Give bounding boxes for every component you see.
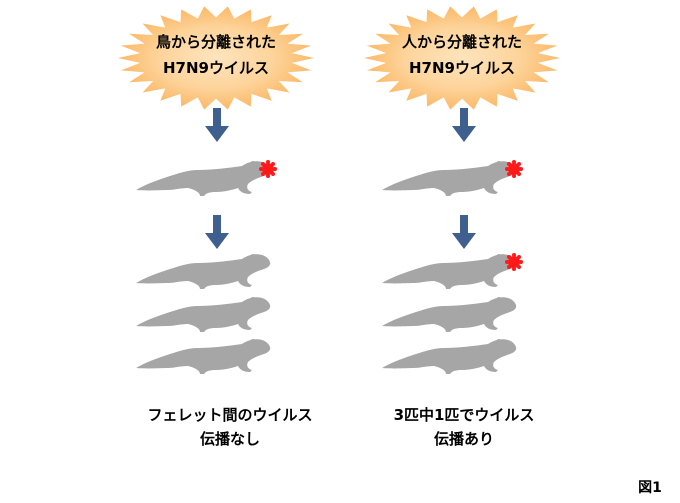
caption-left-line2: 伝播なし (200, 430, 260, 448)
figure-label: 図1 (638, 480, 662, 496)
burst-right-line1: 人から分離された (402, 33, 522, 51)
down-arrow-icon (452, 215, 476, 249)
burst-left-line1: 鳥から分離された (156, 33, 276, 51)
ferret-contact-right-3 (382, 339, 517, 374)
ferret-contact-left-1 (136, 254, 271, 289)
burst-shape-left (118, 6, 314, 110)
caption-left-line1: フェレット間のウイルス (147, 406, 312, 424)
burst-right-line2: H7N9ウイルス (409, 59, 515, 77)
ferret-contact-left-3 (136, 339, 271, 374)
burst-left-line2: H7N9ウイルス (163, 59, 269, 77)
caption-right-line2: 伝播あり (434, 430, 494, 448)
virus-icon (505, 160, 523, 178)
virus-icon (505, 253, 523, 271)
down-arrow-icon (205, 108, 229, 142)
caption-right-line1: 3匹中1匹でウイルス (394, 406, 535, 424)
burst-shape-right (364, 6, 560, 110)
virus-icon (259, 160, 277, 178)
ferret-contact-right-2 (382, 297, 517, 332)
ferret-infected-left (136, 161, 271, 196)
down-arrow-icon (205, 215, 229, 249)
ferret-infected-right (382, 161, 517, 196)
ferret-contact-right-1 (382, 254, 517, 289)
ferret-contact-left-2 (136, 297, 271, 332)
down-arrow-icon (452, 108, 476, 142)
